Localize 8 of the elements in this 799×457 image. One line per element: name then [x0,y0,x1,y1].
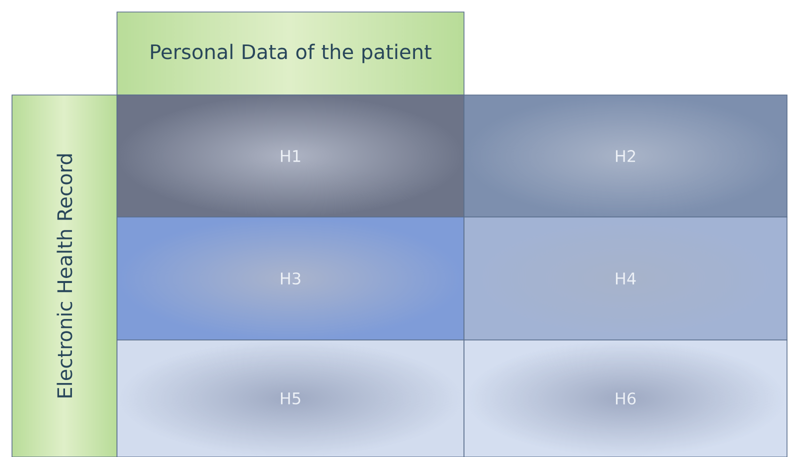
row-header: Electronic Health Record [12,94,118,457]
column-header: Personal Data of the patient [116,12,464,96]
grid-cell: H1 [116,94,464,218]
grid-cell: H3 [116,216,464,340]
grid-cell: H5 [116,340,464,457]
grid-cell: H2 [464,94,788,218]
grid-cell: H4 [464,216,788,340]
grid-cell: H6 [464,340,788,457]
